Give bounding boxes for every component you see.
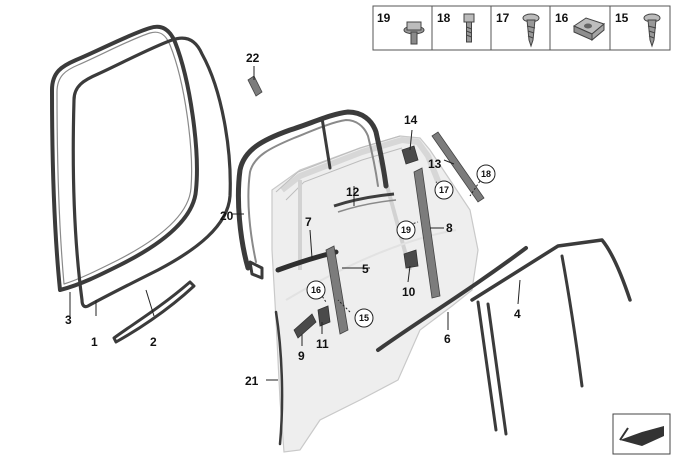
callout-15: 15 (359, 313, 369, 323)
window-frame-trim (235, 109, 389, 280)
leader-lines (69, 66, 521, 381)
callout-17-circle: 17 (434, 180, 454, 200)
callout-20: 20 (220, 209, 234, 223)
callout-18-circle: 18 (476, 164, 496, 184)
window-guide-rail (333, 192, 397, 213)
legend-label-18: 18 (437, 11, 451, 25)
callout-3: 3 (65, 313, 72, 327)
callout-12: 12 (346, 185, 360, 199)
hex-screw-icon (463, 13, 475, 43)
window-frame-seal (470, 238, 632, 436)
callout-8: 8 (446, 221, 453, 235)
callout-16: 16 (311, 285, 321, 295)
callout-18: 18 (481, 169, 491, 179)
callout-13: 13 (428, 157, 442, 171)
door-edge-seal (274, 310, 284, 446)
legend-label-16: 16 (555, 11, 569, 25)
door-seal-inner (71, 36, 232, 309)
legend-label-17: 17 (496, 11, 510, 25)
callouts: 1 2 3 4 5 6 7 8 9 10 11 12 13 14 20 21 2… (65, 51, 521, 388)
callout-9: 9 (298, 349, 305, 363)
callout-10: 10 (402, 285, 416, 299)
belt-line-seal-outer (376, 246, 528, 352)
callout-4: 4 (514, 307, 521, 321)
clip-nut-icon (572, 17, 606, 42)
callout-7: 7 (305, 215, 312, 229)
callout-17: 17 (439, 185, 449, 195)
door-seal-outer (50, 24, 199, 292)
callout-2: 2 (150, 335, 157, 349)
clip-holder (317, 305, 331, 327)
pan-head-screw-icon (643, 13, 661, 48)
collar-screw-icon (403, 21, 425, 45)
callout-5: 5 (362, 262, 369, 276)
callout-1: 1 (91, 335, 98, 349)
callout-21: 21 (245, 374, 259, 388)
callout-22: 22 (246, 51, 260, 65)
callout-6: 6 (444, 332, 451, 346)
self-tapping-screw-icon (522, 13, 540, 48)
fastener-legend: 19 18 17 16 15 (372, 5, 671, 51)
trim-cover (293, 313, 317, 339)
bracket (403, 249, 419, 269)
callout-14: 14 (404, 113, 418, 127)
callout-16-circle: 16 (306, 280, 326, 300)
trim-strip (431, 131, 485, 203)
legend-label-15: 15 (615, 11, 629, 25)
legend-label-19: 19 (377, 11, 391, 25)
callout-19: 19 (401, 225, 411, 235)
callout-11: 11 (316, 337, 329, 351)
b-pillar-cover (325, 245, 349, 335)
retaining-clip (247, 75, 263, 97)
c-pillar-trim (413, 167, 441, 299)
sill-seal (112, 280, 196, 344)
callout-19-circle: 19 (396, 220, 416, 240)
orientation-indicator (612, 413, 671, 455)
callout-15-circle: 15 (354, 308, 374, 328)
